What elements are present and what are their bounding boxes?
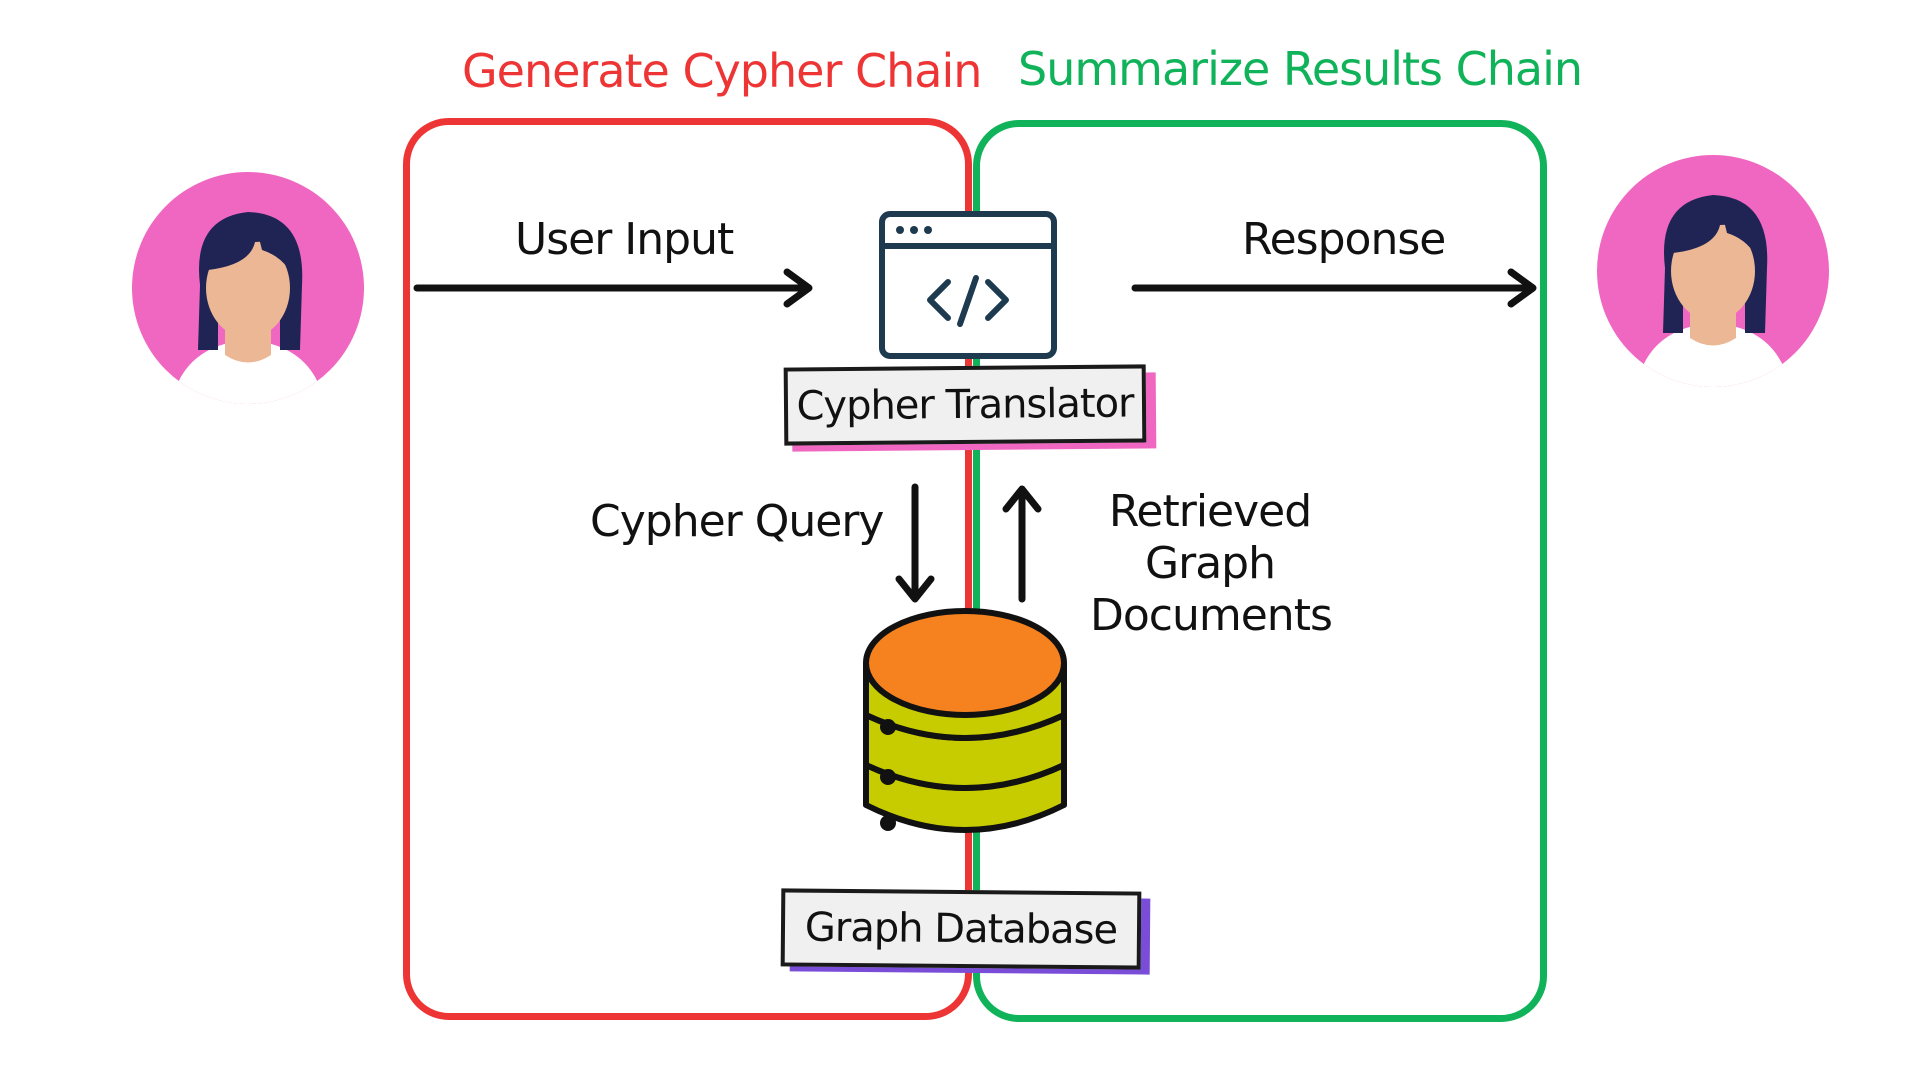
generate-chain-title: Generate Cypher Chain xyxy=(462,44,982,98)
summarize-chain-title: Summarize Results Chain xyxy=(1018,42,1583,96)
response-arrow xyxy=(1131,268,1537,308)
response-label: Response xyxy=(1242,214,1446,265)
retrieved-line-2: Graph xyxy=(1145,538,1276,589)
cypher-translator-tag: Cypher Translator xyxy=(783,364,1147,446)
generate-chain-box xyxy=(403,118,972,1020)
cypher-query-label: Cypher Query xyxy=(590,496,884,547)
user-avatar-left-icon xyxy=(132,172,364,404)
user-avatar-right-icon xyxy=(1597,155,1829,387)
cypher-query-arrow xyxy=(895,483,935,603)
database-icon xyxy=(863,608,1067,833)
graph-database-tag: Graph Database xyxy=(780,888,1142,970)
retrieved-line-3: Documents xyxy=(1090,590,1333,641)
user-input-arrow xyxy=(413,268,813,308)
retrieved-documents-arrow xyxy=(1002,485,1042,603)
user-input-label: User Input xyxy=(515,214,734,265)
retrieved-documents-label: Retrieved Graph Documents xyxy=(1090,486,1333,642)
summarize-chain-box xyxy=(973,120,1547,1022)
code-window-icon xyxy=(879,211,1057,359)
retrieved-line-1: Retrieved xyxy=(1108,486,1312,537)
